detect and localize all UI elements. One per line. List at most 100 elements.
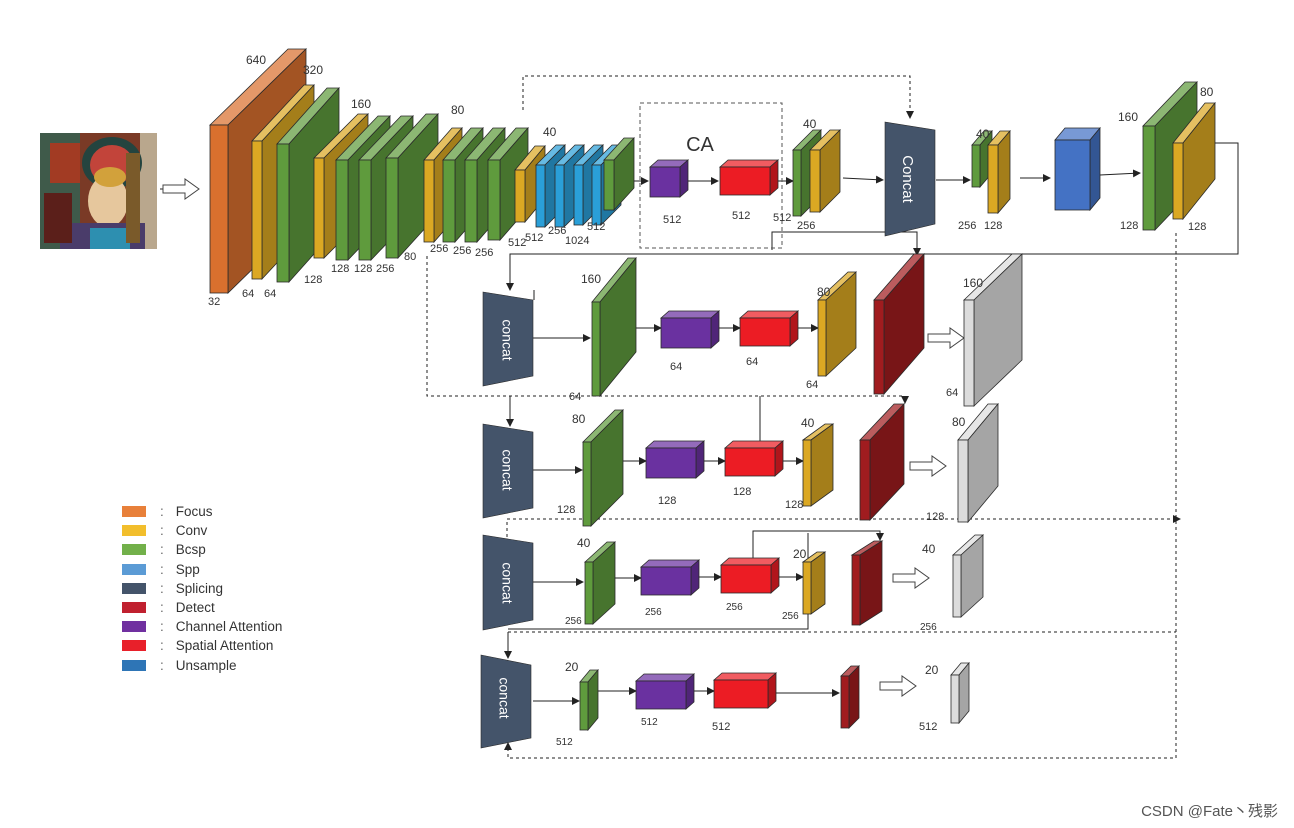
dim-label: 256 — [430, 243, 448, 255]
dim-label: 40 — [543, 125, 557, 139]
dashed-connector — [522, 75, 914, 119]
detect-block — [850, 540, 884, 626]
channel-attention-block-side — [710, 310, 720, 349]
channel-attention-block — [648, 159, 690, 198]
dim-label: 64 — [946, 387, 958, 399]
dim-label: 80 — [817, 285, 831, 299]
dim-label: 128 — [1120, 220, 1138, 232]
dim-label: 128 — [304, 274, 322, 286]
unsample-block-side — [1089, 126, 1101, 212]
concat-block — [480, 654, 532, 749]
conv-block-side — [997, 129, 1011, 215]
bcsp-block-front — [579, 681, 589, 731]
dim-label: 512 — [663, 214, 681, 226]
channel-attention-block-front — [649, 166, 681, 198]
legend-label: Bcsp — [175, 542, 206, 558]
legend-item: :Spatial Attention — [122, 636, 322, 655]
concat-block — [482, 534, 534, 631]
dim-label: 128 — [354, 263, 372, 275]
bcsp-block-front — [335, 159, 349, 261]
dim-label: 80 — [952, 415, 966, 429]
spatial-attention-block-front — [719, 166, 771, 196]
legend-swatch — [122, 602, 146, 614]
connector — [771, 231, 921, 256]
spp-block-front — [591, 164, 602, 226]
dim-label: 40 — [801, 416, 815, 430]
concat-label: concat — [499, 319, 515, 360]
dim-label: 160 — [1118, 110, 1138, 124]
legend-item: :Splicing — [122, 579, 322, 598]
input-image — [40, 133, 157, 249]
channel-attention-block-top — [644, 440, 706, 449]
detect-arrow-4 — [879, 675, 917, 697]
detect-block — [873, 252, 925, 396]
dim-label: 256 — [548, 225, 566, 237]
concat-block — [482, 291, 534, 387]
dim-label: 128 — [785, 499, 803, 511]
dim-label: 128 — [984, 220, 1002, 232]
unsample-block — [1054, 126, 1101, 212]
spatial-attention-block-top — [719, 557, 781, 566]
channel-attention-block-front — [660, 317, 712, 349]
bcsp-block-front — [792, 149, 802, 217]
legend-separator: : — [160, 523, 164, 539]
conv-block-front — [251, 140, 263, 280]
dim-label: 512 — [712, 721, 730, 733]
bcsp-block-front — [603, 159, 615, 211]
dim-label: 64 — [264, 288, 276, 300]
legend-separator: : — [160, 600, 164, 616]
legend-label: Detect — [175, 600, 215, 616]
legend-separator: : — [160, 580, 164, 596]
conv-block-side — [810, 551, 826, 615]
channel-attention-block — [634, 673, 696, 710]
conv-block-front — [817, 299, 827, 377]
output-block — [950, 661, 970, 725]
legend-swatch — [122, 506, 146, 518]
conv-block-front — [802, 439, 812, 507]
spatial-attention-block-top — [738, 310, 800, 319]
dim-label: 40 — [976, 127, 990, 141]
spatial-attention-block-top — [712, 672, 778, 681]
dim-label: 256 — [782, 611, 799, 622]
dim-label: 160 — [351, 97, 371, 111]
bcsp-block — [591, 256, 637, 398]
bcsp-block-front — [276, 143, 290, 283]
conv-block-front — [809, 149, 821, 213]
conv-block-front — [802, 561, 812, 615]
conv-block-front — [514, 169, 526, 223]
legend-item: :Spp — [122, 560, 322, 579]
legend-swatch — [122, 563, 146, 575]
channel-attention-block-top — [639, 559, 701, 568]
dim-label: 80 — [1200, 85, 1214, 99]
dim-label: 40 — [803, 117, 817, 131]
dim-label: 40 — [922, 542, 936, 556]
output-block-front — [950, 674, 960, 724]
channel-attention-block-top — [659, 310, 721, 319]
dim-label: 128 — [733, 486, 751, 498]
dim-label: 512 — [508, 237, 526, 249]
dim-label: 80 — [572, 412, 586, 426]
watermark: CSDN @Fate丶残影 — [1141, 803, 1278, 820]
dim-label: 512 — [732, 210, 750, 222]
bcsp-block-front — [358, 159, 372, 261]
dashed-connector — [506, 515, 1181, 537]
channel-attention-block-front — [640, 566, 692, 596]
output-block-front — [957, 439, 969, 523]
dim-label: 512 — [556, 737, 573, 748]
spatial-attention-block-front — [713, 679, 769, 709]
dim-label: 512 — [919, 721, 937, 733]
bcsp-block — [582, 409, 624, 527]
connector — [506, 142, 1239, 291]
legend-label: Channel Attention — [175, 619, 283, 635]
dim-label: 160 — [581, 272, 601, 286]
dim-label: 512 — [773, 212, 791, 224]
legend-swatch — [122, 582, 146, 594]
channel-attention-block-top — [634, 673, 696, 682]
legend-separator: : — [160, 657, 164, 673]
input-arrow — [162, 178, 200, 200]
legend-label: Spp — [175, 561, 200, 577]
detect-arrow-2 — [909, 455, 947, 477]
bcsp-block — [487, 126, 529, 242]
spp-block-front — [535, 164, 546, 228]
